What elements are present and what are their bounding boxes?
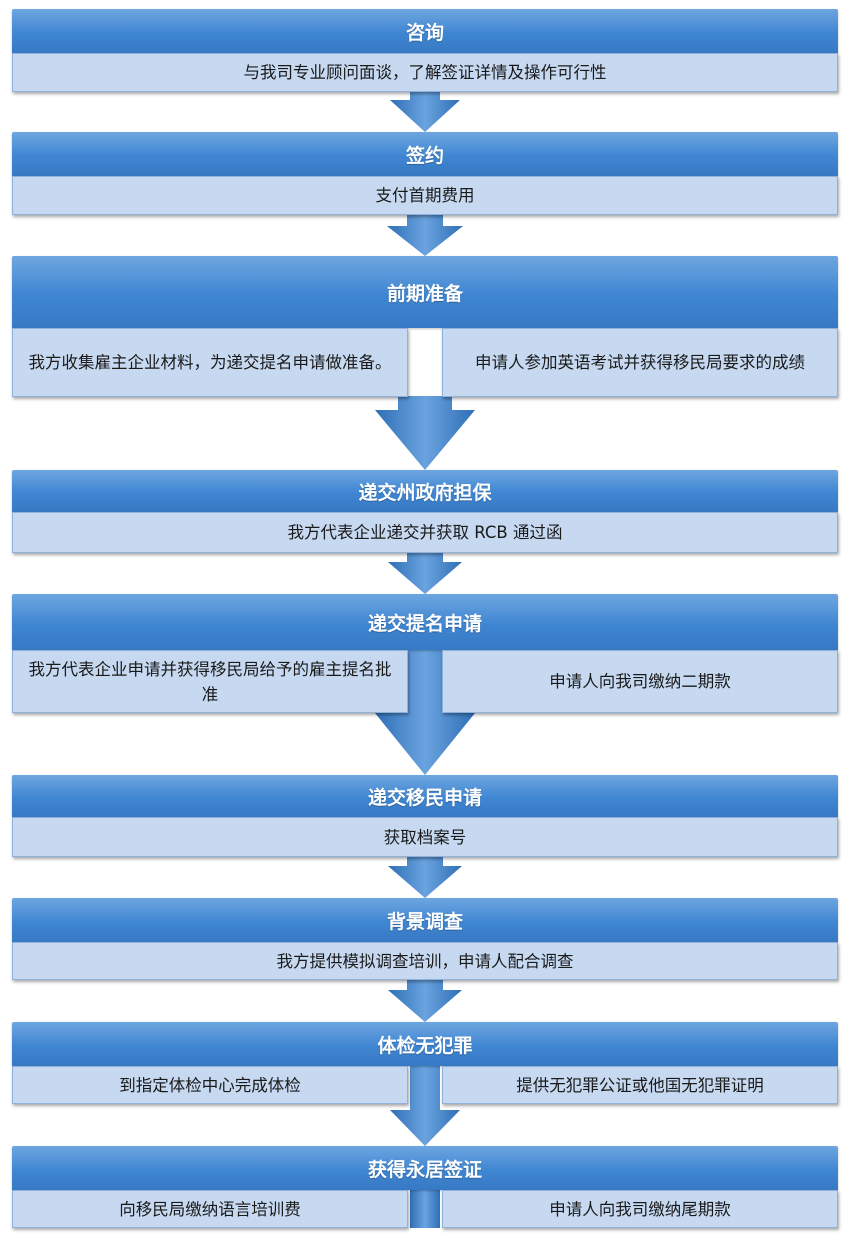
step-state-sponsorship: 递交州政府担保 我方代表企业递交并获取 RCB 通过函: [12, 470, 838, 553]
step-title: 获得永居签证: [12, 1146, 838, 1190]
step-title: 递交州政府担保: [12, 470, 838, 512]
step-detail-left: 我方收集雇主企业材料，为递交提名申请做准备。: [12, 328, 408, 397]
arrow-down-icon: [390, 1066, 460, 1146]
step-consult: 咨询 与我司专业顾问面谈，了解签证详情及操作可行性: [12, 9, 838, 92]
arrow-down-icon: [390, 92, 460, 132]
step-title: 背景调查: [12, 898, 838, 942]
step-detail-right: 申请人参加英语考试并获得移民局要求的成绩: [442, 328, 838, 397]
step-preparation: 前期准备 我方收集雇主企业材料，为递交提名申请做准备。 申请人参加英语考试并获得…: [12, 256, 838, 397]
step-detail-left: 我方代表企业申请并获得移民局给予的雇主提名批准: [12, 650, 408, 713]
step-title: 递交提名申请: [12, 594, 838, 650]
arrow-down-icon: [375, 396, 475, 470]
step-detail: 我方代表企业递交并获取 RCB 通过函: [12, 512, 838, 553]
step-detail-left: 向移民局缴纳语言培训费: [12, 1190, 408, 1228]
step-detail-right: 申请人向我司缴纳二期款: [442, 650, 838, 713]
step-title: 前期准备: [12, 256, 838, 328]
step-title: 递交移民申请: [12, 775, 838, 817]
step-detail-right: 提供无犯罪公证或他国无犯罪证明: [442, 1066, 838, 1104]
step-detail-right: 申请人向我司缴纳尾期款: [442, 1190, 838, 1228]
arrow-down-icon: [388, 980, 462, 1022]
step-medical-police: 体检无犯罪 到指定体检中心完成体检 提供无犯罪公证或他国无犯罪证明: [12, 1022, 838, 1104]
step-contract: 签约 支付首期费用: [12, 132, 838, 215]
step-title: 咨询: [12, 9, 838, 53]
step-visa-application: 递交移民申请 获取档案号: [12, 775, 838, 857]
arrow-down-icon: [388, 553, 462, 594]
step-detail-left: 到指定体检中心完成体检: [12, 1066, 408, 1104]
arrow-down-icon: [387, 215, 463, 256]
step-nomination: 递交提名申请 我方代表企业申请并获得移民局给予的雇主提名批准 申请人向我司缴纳二…: [12, 594, 838, 713]
step-pr-visa: 获得永居签证 向移民局缴纳语言培训费 申请人向我司缴纳尾期款: [12, 1146, 838, 1228]
step-detail: 获取档案号: [12, 817, 838, 857]
step-title: 体检无犯罪: [12, 1022, 838, 1066]
arrow-down-icon: [388, 857, 462, 898]
step-title: 签约: [12, 132, 838, 176]
step-detail: 我方提供模拟调查培训，申请人配合调查: [12, 942, 838, 980]
step-detail: 支付首期费用: [12, 176, 838, 215]
final-connector: [410, 1190, 440, 1228]
step-background-check: 背景调查 我方提供模拟调查培训，申请人配合调查: [12, 898, 838, 980]
step-detail: 与我司专业顾问面谈，了解签证详情及操作可行性: [12, 53, 838, 92]
